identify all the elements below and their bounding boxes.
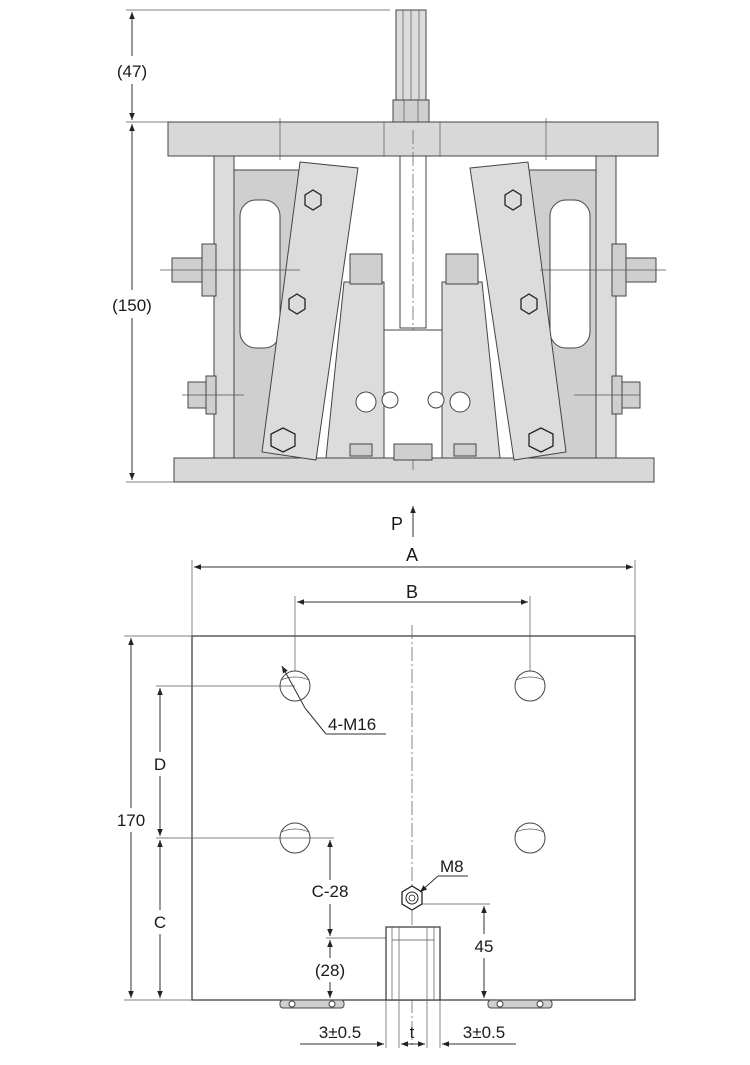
dim-150-label: (150) — [112, 296, 152, 315]
dim-28-label: (28) — [315, 961, 345, 980]
dim-45-label: 45 — [475, 937, 494, 956]
rail-slot — [385, 926, 441, 1048]
gap-right-label: 3±0.5 — [463, 1023, 505, 1042]
direction-p-label: P — [391, 514, 403, 534]
gap-t-label: t — [410, 1023, 415, 1042]
bottom-bracket-left — [279, 999, 345, 1009]
top-view: A B — [110, 545, 636, 1048]
left-side-bolts — [160, 243, 300, 415]
dim-d-label: D — [154, 755, 166, 774]
dim-170-label: 170 — [117, 811, 145, 830]
dim-c-minus-label: C-28 — [312, 882, 349, 901]
right-side-bolts — [540, 243, 666, 415]
direction-indicator: P — [391, 506, 416, 537]
bottom-plate — [173, 457, 655, 483]
m8-screw — [401, 885, 423, 911]
hole-callout-label: 4-M16 — [328, 715, 376, 734]
dim-b-label: B — [406, 582, 418, 602]
left-frame — [213, 155, 235, 459]
front-view: (47) (150) — [104, 9, 666, 483]
screw-callout-label: M8 — [440, 857, 464, 876]
left-brake-arm — [261, 161, 359, 461]
gap-left-label: 3±0.5 — [319, 1023, 361, 1042]
dim-c-label: C — [154, 913, 166, 932]
threaded-rod — [392, 9, 430, 123]
hole-top-right — [514, 670, 546, 702]
dim-47-label: (47) — [117, 62, 147, 81]
bottom-bracket-right — [487, 999, 553, 1009]
dim-a-label: A — [406, 545, 418, 565]
left-spring — [239, 199, 281, 349]
right-spring — [549, 199, 591, 349]
right-brake-arm — [469, 161, 567, 461]
hole-bottom-right — [514, 822, 546, 854]
